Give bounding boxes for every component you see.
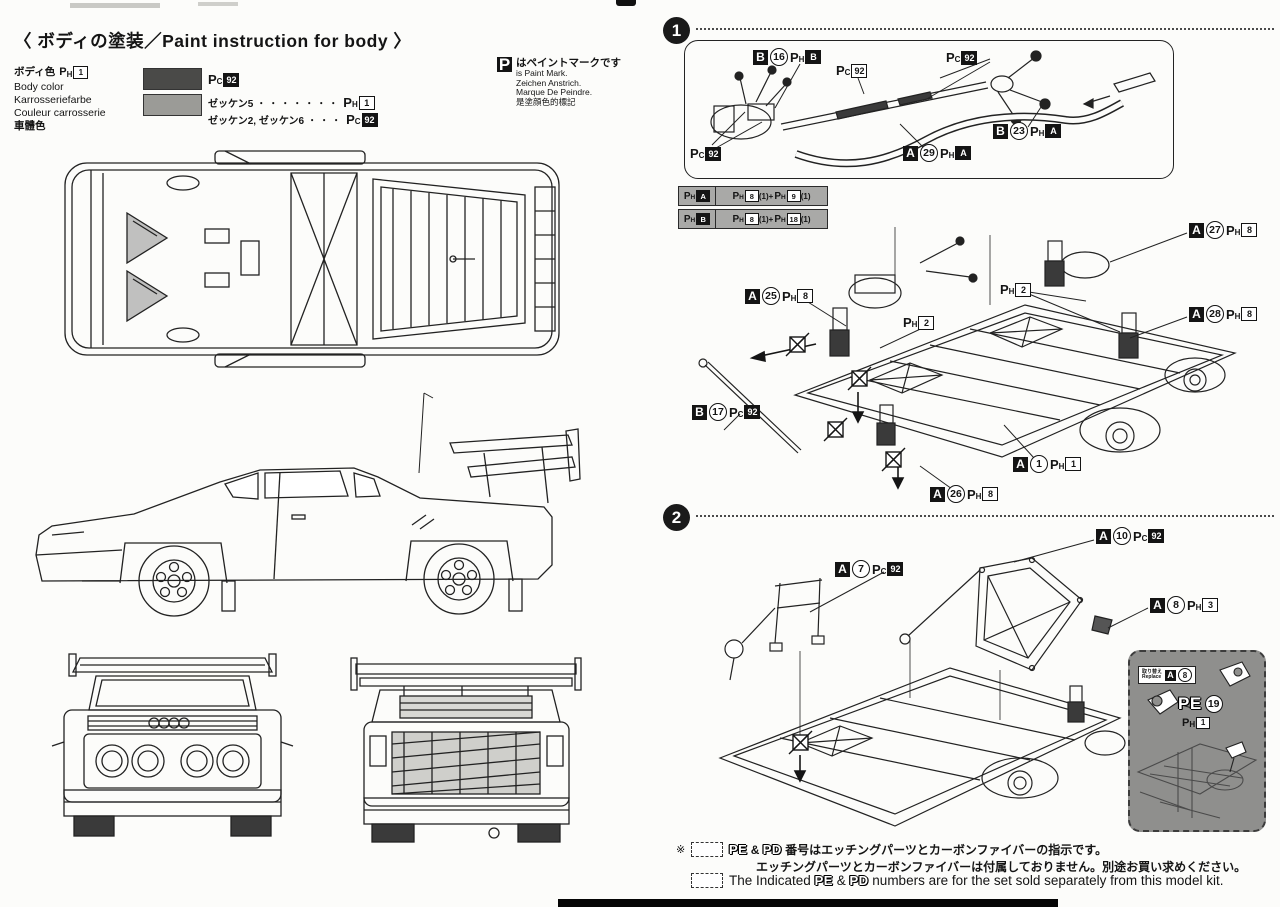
step1-chassis-illustration bbox=[698, 227, 1237, 458]
step-2-marker: 2 bbox=[663, 504, 690, 531]
paint-mark-note: P はペイントマークです is Paint Mark. Zeichen Anst… bbox=[497, 54, 621, 107]
car-front-view-illustration bbox=[51, 653, 294, 837]
zeken-label: ゼッケン2, ゼッケン6 bbox=[208, 116, 305, 127]
dots: ・・・・・・・ bbox=[256, 99, 341, 110]
pe-number: 19 bbox=[1204, 695, 1223, 713]
note-asterisk: ※ bbox=[676, 844, 686, 856]
color-swatch-light bbox=[143, 94, 202, 116]
pe-part-label: PE 19 bbox=[1178, 694, 1223, 714]
scan-artifact bbox=[198, 2, 238, 6]
step-1-divider bbox=[696, 28, 1274, 30]
body-color-label-jp: ボディ色 bbox=[14, 66, 56, 78]
car-top-view-illustration bbox=[64, 150, 560, 368]
zeken-label: ゼッケン5 bbox=[208, 99, 254, 110]
note-line-1: PE & PD 番号はエッチングパーツとカーボンファイバーの指示です。 bbox=[691, 841, 1107, 858]
pe-pd-key-box bbox=[691, 873, 723, 888]
body-color-label-en: Body color bbox=[14, 81, 64, 93]
body-color-label-fr: Couleur carrosserie bbox=[14, 107, 106, 119]
color-swatch-dark bbox=[143, 68, 202, 90]
step1-stabilizer-illustration bbox=[710, 50, 1156, 168]
inset-illustration bbox=[1136, 661, 1258, 819]
pe-pd-key-box bbox=[691, 842, 723, 857]
scan-artifact bbox=[616, 0, 636, 6]
body-color-label-zh: 車體色 bbox=[14, 120, 46, 132]
step-2-divider bbox=[696, 515, 1274, 517]
body-color-label-de: Karrosseriefarbe bbox=[14, 94, 92, 106]
scan-edge-bar bbox=[558, 899, 1058, 907]
step-1-subassembly-panel bbox=[684, 40, 1174, 179]
car-side-view-illustration bbox=[35, 392, 581, 617]
step2-chassis-illustration bbox=[718, 556, 1126, 827]
paint-mark-icon: P bbox=[497, 54, 512, 74]
scan-artifact bbox=[70, 3, 160, 8]
note-line-2: エッチングパーツとカーボンファイバーは付属しておりません。別途お買い求めください… bbox=[756, 860, 1247, 874]
dots: ・・・ bbox=[307, 116, 344, 127]
step-1-marker: 1 bbox=[663, 17, 690, 44]
note-line-3: The Indicated PE & PD numbers are for th… bbox=[691, 873, 1223, 888]
page-title: 〈 ボディの塗装／Paint instruction for body 〉 bbox=[14, 31, 412, 51]
car-rear-view-illustration bbox=[350, 657, 582, 843]
